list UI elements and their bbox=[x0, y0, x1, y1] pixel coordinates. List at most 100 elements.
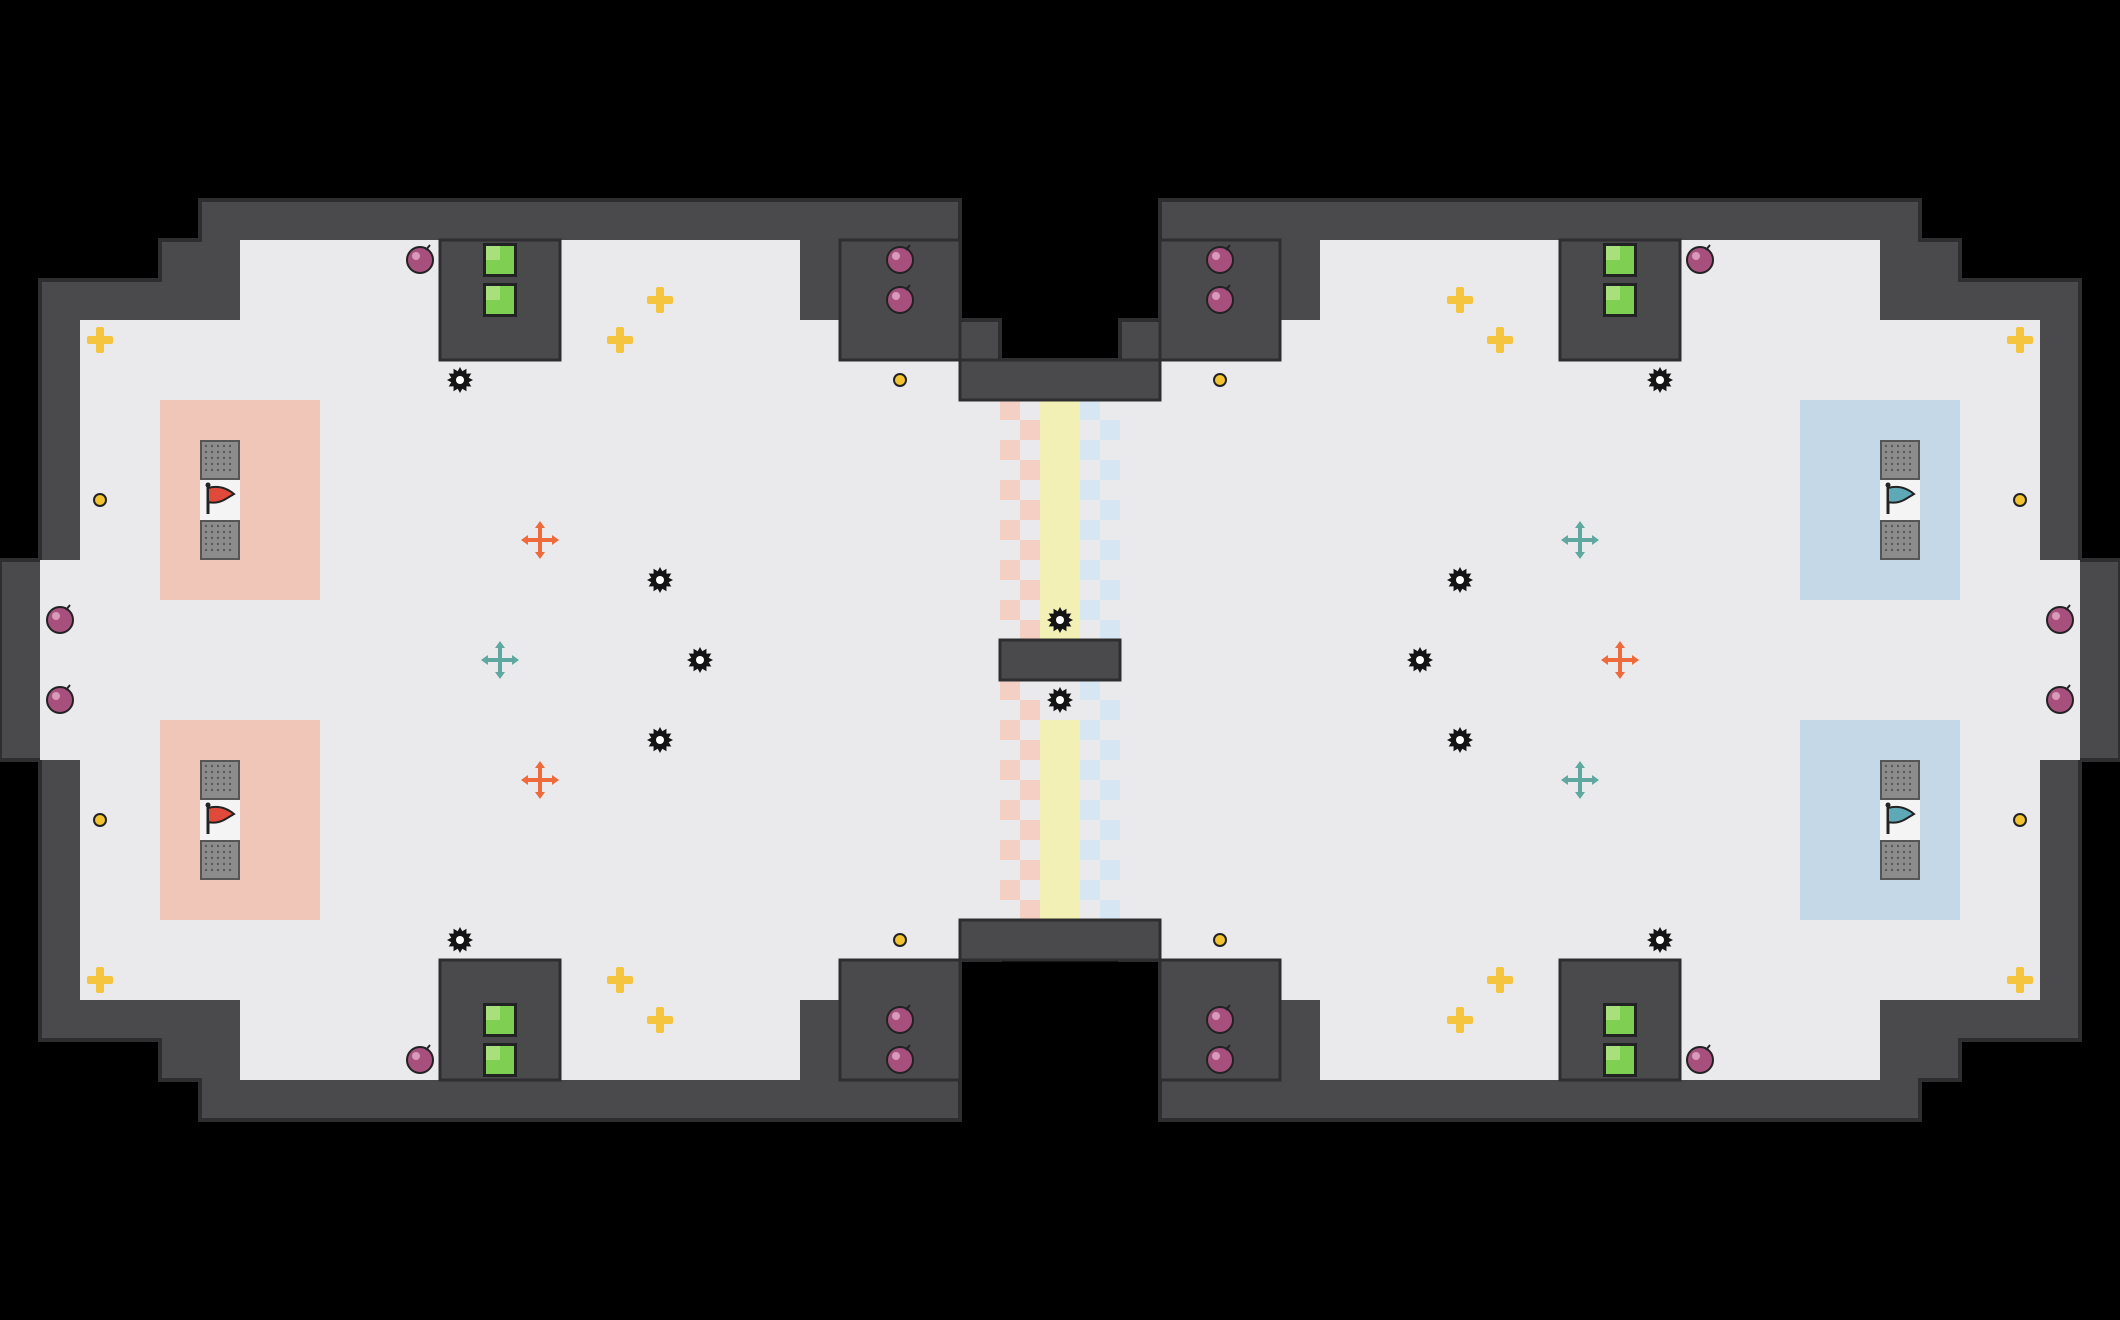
spike-icon bbox=[687, 647, 713, 673]
neutral-checker bbox=[1000, 480, 1020, 500]
boost-icon bbox=[2007, 327, 2033, 353]
bomb-icon bbox=[2046, 684, 2074, 714]
wall-block bbox=[998, 638, 1122, 682]
neutral-checker bbox=[1080, 440, 1100, 460]
neutral-checker bbox=[1100, 600, 1120, 620]
neutral-checker bbox=[1000, 580, 1020, 600]
token-icon bbox=[93, 813, 107, 827]
neutral-checker bbox=[1020, 760, 1040, 780]
bomb-icon bbox=[1206, 1044, 1234, 1074]
neutral-checker bbox=[1020, 580, 1040, 600]
neutral-checker bbox=[1020, 540, 1040, 560]
neutral-checker bbox=[1080, 720, 1100, 740]
spike-icon bbox=[1447, 727, 1473, 753]
neutral-checker bbox=[1080, 500, 1100, 520]
boost-icon bbox=[1487, 327, 1513, 353]
neutral-checker bbox=[1020, 700, 1040, 720]
teal-arrow-icon bbox=[1561, 761, 1599, 799]
neutral-checker bbox=[1000, 720, 1020, 740]
map-entities bbox=[46, 243, 2074, 1077]
neutral-checker bbox=[1100, 720, 1120, 740]
token-icon bbox=[93, 493, 107, 507]
teal-arrow-icon bbox=[481, 641, 519, 679]
neutral-checker bbox=[1080, 620, 1100, 640]
spike-icon bbox=[1407, 647, 1433, 673]
neutral-checker bbox=[1080, 420, 1100, 440]
neutral-checker bbox=[1020, 420, 1040, 440]
neutral-checker bbox=[1100, 780, 1120, 800]
neutral-checker bbox=[1000, 500, 1020, 520]
neutral-checker bbox=[1100, 860, 1120, 880]
bomb-icon bbox=[886, 284, 914, 314]
neutral-checker bbox=[1000, 680, 1020, 700]
neutral-checker bbox=[1080, 800, 1100, 820]
gate-icon bbox=[200, 520, 240, 560]
neutral-checker bbox=[1000, 800, 1020, 820]
neutral-checker bbox=[1020, 720, 1040, 740]
neutral-checker bbox=[1000, 600, 1020, 620]
bomb-icon bbox=[46, 604, 74, 634]
neutral-checker bbox=[1000, 460, 1020, 480]
token-icon bbox=[1213, 933, 1227, 947]
neutral-checker bbox=[1020, 780, 1040, 800]
floor-tile-area bbox=[1320, 1000, 1560, 1080]
red-arrow-icon bbox=[1601, 641, 1639, 679]
neutral-checker bbox=[1100, 880, 1120, 900]
portal-icon bbox=[1603, 1043, 1637, 1077]
neutral-checker bbox=[1080, 680, 1100, 700]
neutral-checker bbox=[1080, 600, 1100, 620]
neutral-checker bbox=[1100, 540, 1120, 560]
neutral-checker bbox=[1080, 880, 1100, 900]
gate-icon bbox=[200, 440, 240, 480]
token-icon bbox=[2013, 493, 2027, 507]
blue-flag-icon bbox=[1880, 800, 1920, 840]
neutral-checker bbox=[1020, 440, 1040, 460]
red-flag-icon bbox=[200, 480, 240, 520]
neutral-checker bbox=[1100, 400, 1120, 420]
boost-icon bbox=[87, 327, 113, 353]
boost-icon bbox=[607, 967, 633, 993]
neutral-checker bbox=[1020, 900, 1040, 920]
bomb-icon bbox=[1206, 1004, 1234, 1034]
floor-tile-area bbox=[1680, 1000, 1880, 1080]
spike-icon bbox=[1647, 927, 1673, 953]
spike-icon bbox=[1647, 367, 1673, 393]
neutral-checker bbox=[1000, 620, 1020, 640]
neutral-checker bbox=[1080, 520, 1100, 540]
neutral-checker bbox=[1020, 840, 1040, 860]
portal-icon bbox=[483, 283, 517, 317]
red-arrow-icon bbox=[521, 761, 559, 799]
neutral-checker bbox=[1100, 500, 1120, 520]
neutral-checker bbox=[1000, 860, 1020, 880]
neutral-checker bbox=[1000, 740, 1020, 760]
gate-icon bbox=[1880, 760, 1920, 800]
neutral-checker bbox=[1020, 500, 1040, 520]
neutral-checker bbox=[1100, 840, 1120, 860]
boost-icon bbox=[87, 967, 113, 993]
neutral-checker bbox=[1080, 840, 1100, 860]
bomb-icon bbox=[886, 1004, 914, 1034]
spike-icon bbox=[1447, 567, 1473, 593]
floor-tile-area bbox=[240, 1000, 440, 1080]
neutral-checker bbox=[1020, 800, 1040, 820]
gate-icon bbox=[1880, 440, 1920, 480]
floor-tile-area bbox=[240, 240, 440, 320]
neutral-checker bbox=[1000, 780, 1020, 800]
neutral-checker bbox=[1000, 440, 1020, 460]
neutral-checker bbox=[1020, 740, 1040, 760]
neutral-checker bbox=[1080, 540, 1100, 560]
team-zones bbox=[160, 400, 1960, 920]
spike-icon bbox=[1047, 607, 1073, 633]
bomb-icon bbox=[1206, 284, 1234, 314]
spike-icon bbox=[447, 927, 473, 953]
neutral-checker bbox=[1100, 560, 1120, 580]
neutral-checker bbox=[1100, 480, 1120, 500]
neutral-checker bbox=[1100, 580, 1120, 600]
neutral-checker bbox=[1000, 520, 1020, 540]
neutral-checker bbox=[1000, 700, 1020, 720]
neutral-checker bbox=[1020, 400, 1040, 420]
neutral-checker bbox=[1080, 780, 1100, 800]
token-icon bbox=[1213, 373, 1227, 387]
